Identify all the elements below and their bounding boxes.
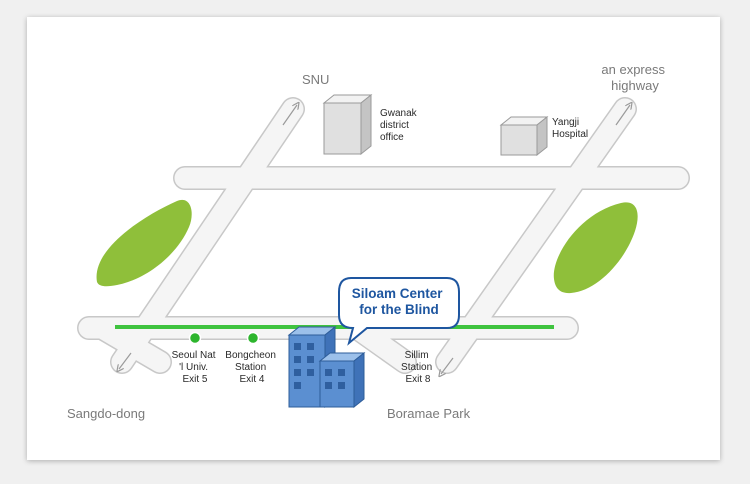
- arrow-to-highway: [615, 105, 630, 126]
- area-map: SNU an express highway Gwanak district o…: [67, 62, 690, 421]
- label-siloam-center: Siloam Center for the Blind: [352, 286, 447, 317]
- label-sangdo-dong: Sangdo-dong: [67, 406, 145, 421]
- label-express-highway: an express highway: [601, 62, 668, 93]
- arrow-to-sangdo: [119, 352, 132, 369]
- label-station-sillim: Sillim Station Exit 8: [401, 350, 435, 385]
- label-gwanak-office: Gwanak district office: [380, 108, 419, 143]
- label-boramae-park: Boramae Park: [387, 406, 471, 421]
- label-station-bongcheon: Bongcheon Station Exit 4: [225, 350, 278, 385]
- park-left: [96, 199, 192, 287]
- siloam-center-callout[interactable]: [338, 277, 460, 346]
- label-yangji-hospital: Yangji Hospital: [552, 117, 588, 140]
- arrow-to-snu: [282, 105, 297, 126]
- gwanak-office-icon: [322, 93, 373, 156]
- arrow-to-boramae: [441, 357, 454, 374]
- yangji-hospital-icon: [499, 115, 549, 157]
- label-snu: SNU: [302, 72, 329, 87]
- station-dot-seoul-nat-univ[interactable]: [188, 331, 202, 345]
- map-frame: SNU an express highway Gwanak district o…: [27, 17, 720, 460]
- station-dot-bongcheon[interactable]: [246, 331, 260, 345]
- label-station-seoul-nat-univ: Seoul Nat 'l Univ. Exit 5: [172, 350, 219, 385]
- park-right: [553, 202, 638, 294]
